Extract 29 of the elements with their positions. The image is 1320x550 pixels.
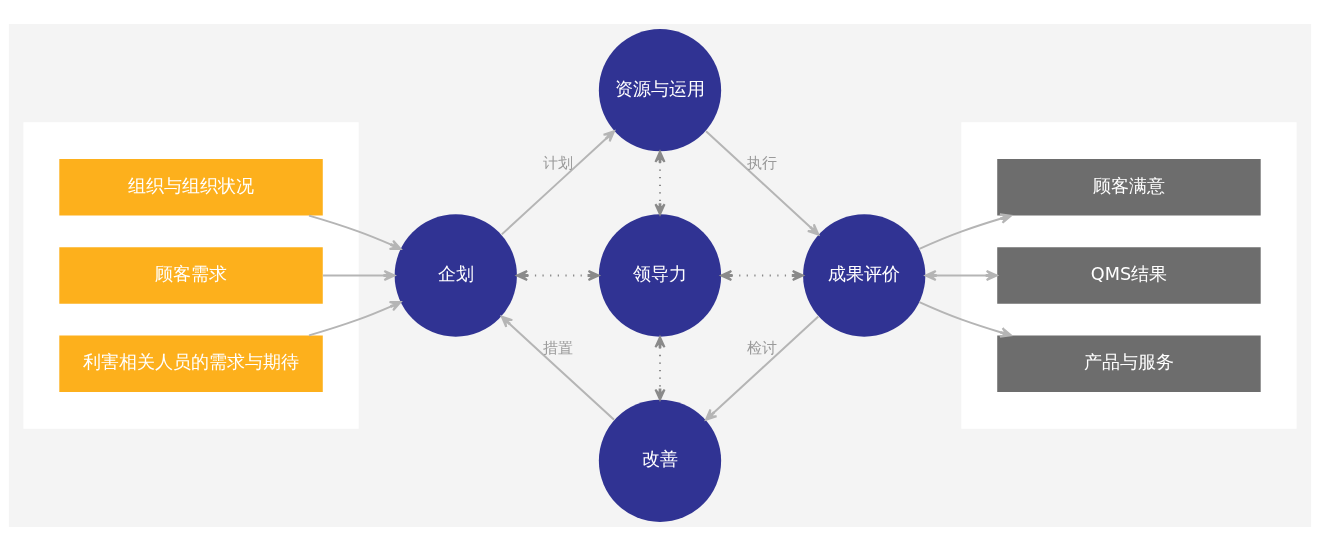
edge-label: 计划	[542, 153, 573, 172]
edge-label: 措置	[542, 338, 573, 357]
arrow	[654, 150, 666, 215]
node-box: QMS结果	[997, 246, 1261, 304]
arrow	[501, 129, 616, 235]
arrow	[918, 212, 1012, 250]
node-circle: 领导力	[598, 213, 722, 337]
arrow	[705, 130, 820, 235]
arrow	[705, 315, 819, 421]
cluster	[961, 121, 1297, 429]
arrow	[720, 269, 804, 281]
cluster	[23, 121, 359, 429]
node-circle: 改善	[598, 399, 722, 522]
node-box: 顾客满意	[997, 158, 1261, 216]
arrow	[654, 335, 666, 401]
edge-label: 检讨	[747, 338, 778, 357]
edge-label: 执行	[747, 153, 778, 172]
node-box: 产品与服务	[997, 334, 1261, 392]
arrow	[516, 269, 600, 281]
arrow	[918, 300, 1012, 338]
arrow	[308, 214, 402, 250]
node-box: 组织与组织状况	[59, 158, 323, 216]
arrow	[924, 269, 998, 281]
arrow	[500, 315, 615, 421]
arrow	[308, 300, 402, 336]
node-box: 利害相关人员的需求与期待	[59, 334, 323, 392]
node-box: 顾客需求	[59, 246, 323, 304]
node-circle: 资源与运用	[598, 28, 722, 151]
arrow	[323, 269, 396, 281]
